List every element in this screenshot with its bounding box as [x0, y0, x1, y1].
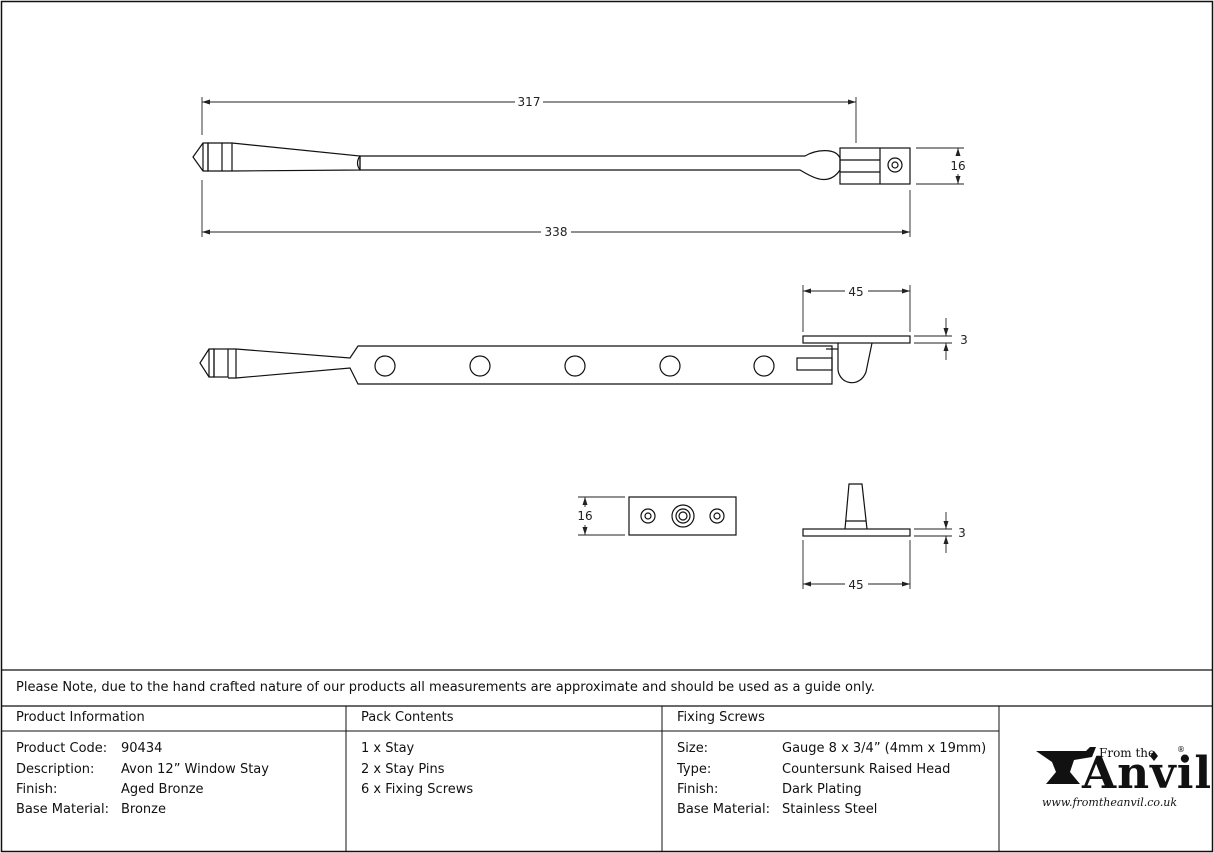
- anvil-logo-icon: [1036, 747, 1096, 784]
- pack-contents-heading: Pack Contents: [361, 710, 454, 725]
- finish-value: Aged Bronze: [121, 782, 204, 797]
- dimension-16-top: [916, 147, 964, 185]
- stay-top-view: [192, 142, 911, 185]
- dim-label-338: 338: [545, 225, 568, 239]
- dimension-3-pin: [914, 512, 952, 553]
- dim-label-3-side: 3: [960, 333, 968, 347]
- dim-label-45-pin: 45: [848, 578, 863, 592]
- dimension-317: [201, 97, 857, 143]
- logo-registered-mark: ®: [1177, 745, 1185, 754]
- logo-from-the: From the: [1099, 746, 1156, 760]
- dim-label-16-top: 16: [950, 159, 965, 173]
- description-label: Description:: [16, 762, 95, 777]
- product-code-value: 90434: [121, 741, 163, 756]
- screw-type-label: Type:: [677, 762, 712, 777]
- pack-item-stay: 1 x Stay: [361, 741, 415, 756]
- dim-label-317: 317: [518, 95, 541, 109]
- product-code-label: Product Code:: [16, 741, 108, 756]
- stay-side-view: [199, 335, 911, 385]
- description-value: Avon 12” Window Stay: [121, 762, 269, 777]
- product-information-heading: Product Information: [16, 710, 145, 725]
- screw-base-material-value: Stainless Steel: [782, 802, 878, 817]
- pack-item-stay-pins: 2 x Stay Pins: [361, 762, 445, 777]
- screw-finish-value: Dark Plating: [782, 782, 862, 797]
- screw-size-label: Size:: [677, 741, 709, 756]
- dimension-338: [201, 180, 911, 237]
- dimension-16-plate: [578, 496, 625, 536]
- screw-type-value: Countersunk Raised Head: [782, 762, 951, 777]
- measurement-note: Please Note, due to the hand crafted nat…: [16, 680, 875, 695]
- dim-label-3-pin: 3: [958, 526, 966, 540]
- screw-finish-label: Finish:: [677, 782, 719, 797]
- finish-label: Finish:: [16, 782, 58, 797]
- base-material-value: Bronze: [121, 802, 166, 817]
- screw-size-value: Gauge 8 x 3/4” (4mm x 19mm): [782, 741, 987, 756]
- dimension-3-side: [914, 318, 952, 360]
- logo-brand: Anvil: [1082, 748, 1213, 799]
- stay-pin-plan-view: [628, 496, 737, 536]
- dimension-45-pin: [802, 540, 911, 589]
- logo-diamond-icon: [1150, 751, 1158, 761]
- dim-label-16-plate: 16: [577, 509, 592, 523]
- fixing-screws-heading: Fixing Screws: [677, 710, 765, 725]
- base-material-label: Base Material:: [16, 802, 109, 817]
- logo-url: www.fromtheanvil.co.uk: [1042, 796, 1178, 809]
- stay-pin-side-view: [802, 483, 911, 537]
- pack-item-fixing-screws: 6 x Fixing Screws: [361, 782, 474, 797]
- dimension-45-side: [802, 285, 911, 332]
- dim-label-45-side: 45: [848, 285, 863, 299]
- screw-base-material-label: Base Material:: [677, 802, 770, 817]
